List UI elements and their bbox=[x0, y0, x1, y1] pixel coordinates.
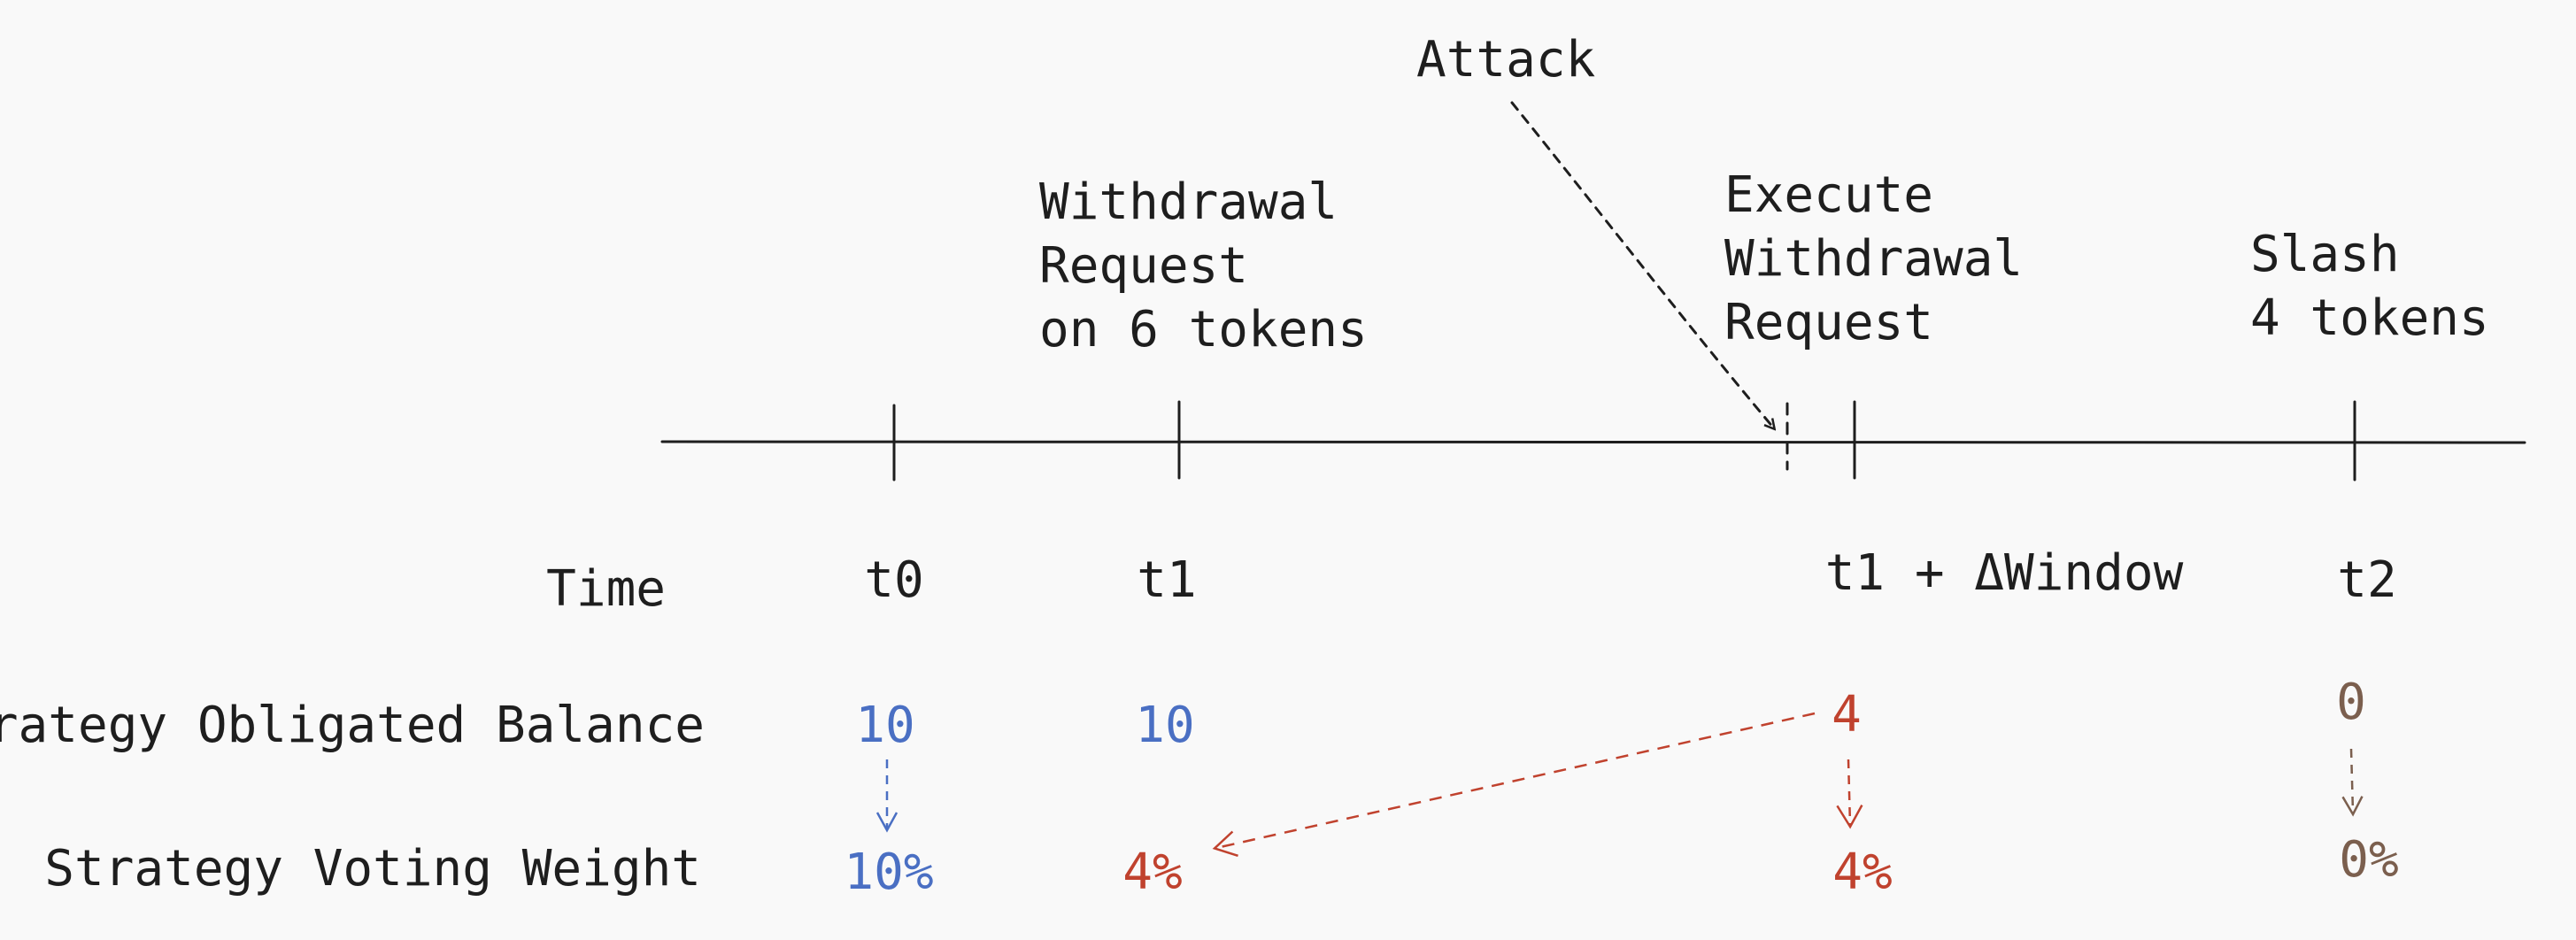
execute-withdrawal-line-3: Request bbox=[1724, 294, 1933, 351]
weight-t1: 4% bbox=[1122, 844, 1182, 901]
balance-t2: 0 bbox=[2336, 674, 2366, 731]
balance-t1-window: 4 bbox=[1832, 686, 1862, 744]
arrow-window-balance-to-t1-weight bbox=[1212, 712, 1816, 858]
slash-line-1: Slash bbox=[2250, 226, 2400, 283]
slash-label: Slash 4 tokens bbox=[2250, 226, 2489, 347]
execute-withdrawal-line-1: Execute bbox=[1724, 166, 1933, 224]
balance-t1: 10 bbox=[1135, 697, 1194, 754]
withdrawal-request-line-3: on 6 tokens bbox=[1039, 301, 1368, 358]
balance-t0: 10 bbox=[855, 697, 914, 754]
execute-withdrawal-line-2: Withdrawal bbox=[1724, 230, 2023, 288]
attack-arrow bbox=[1510, 101, 1774, 428]
withdrawal-request-label: Withdrawal Request on 6 tokens bbox=[1039, 173, 1368, 358]
weight-row-label: Strategy Voting Weight bbox=[44, 840, 701, 898]
withdrawal-request-line-1: Withdrawal bbox=[1039, 173, 1338, 231]
withdrawal-request-line-2: Request bbox=[1039, 237, 1248, 295]
weight-t1-window: 4% bbox=[1832, 844, 1892, 901]
attack-label: Attack bbox=[1416, 31, 1595, 89]
balance-row-label: Strategy Obligated Balance bbox=[0, 697, 705, 754]
tick-label-t2: t2 bbox=[2337, 551, 2396, 609]
timeline-axis bbox=[660, 440, 2526, 444]
arrow-balance-to-weight-t1-window bbox=[1836, 759, 1863, 829]
arrow-balance-to-weight-t2 bbox=[2341, 748, 2364, 817]
execute-withdrawal-label: Execute Withdrawal Request bbox=[1724, 166, 2053, 351]
weight-t2: 0% bbox=[2339, 831, 2398, 889]
time-row-label: Time bbox=[546, 560, 666, 618]
weight-t0: 10% bbox=[844, 844, 933, 901]
tick-label-t1-window: t1 + ΔWindow bbox=[1825, 544, 2184, 602]
slash-line-2: 4 tokens bbox=[2250, 289, 2489, 347]
tick-label-t0: t0 bbox=[864, 551, 923, 609]
tick-label-t1: t1 bbox=[1137, 551, 1196, 609]
